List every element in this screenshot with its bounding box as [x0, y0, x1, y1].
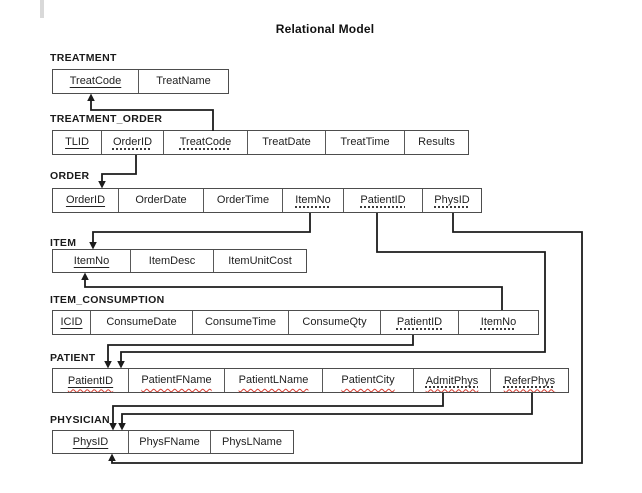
- column-ic-icid: ICID: [53, 311, 91, 334]
- column-item-itemunitcost: ItemUnitCost: [228, 254, 292, 267]
- column-physician-physfname: PhysFName: [129, 431, 211, 453]
- fk-arrow-ic-patientid-to-patient: [107, 335, 414, 362]
- fk-arrow-patient-referphys-to-physician: [121, 393, 533, 424]
- fk-arrowhead-item-bottom: [81, 272, 89, 280]
- column-to-tlid: TLID: [53, 131, 102, 154]
- table-label-item: ITEM: [50, 237, 77, 249]
- column-order-patientid: PatientID: [344, 189, 423, 212]
- table-item-consumption: ICID ConsumeDate ConsumeTime ConsumeQty …: [52, 310, 539, 335]
- column-to-treatcode: TreatCode: [164, 131, 248, 154]
- column-patient-patientlname: PatientLName: [225, 369, 323, 392]
- table-treatment-order: TLID OrderID TreatCode TreatDate TreatTi…: [52, 130, 469, 155]
- column-item-itemdesc: ItemDesc: [131, 250, 214, 272]
- table-physician: PhysID PhysFName PhysLName: [52, 430, 294, 454]
- column-to-treattime: TreatTime: [326, 131, 405, 154]
- fk-arrowhead-physician-bottom: [108, 453, 116, 461]
- column-patient-patientfname: PatientFName: [129, 369, 225, 392]
- column-physician-physlname: PhysLName: [222, 435, 282, 448]
- table-treatment: TreatCode TreatName: [52, 69, 229, 94]
- column-order-orderid: OrderID: [53, 189, 119, 212]
- table-label-physician: PHYSICIAN: [50, 414, 110, 426]
- column-patient-patientid: PatientID: [53, 369, 129, 392]
- table-order: OrderID OrderDate OrderTime ItemNo Patie…: [52, 188, 482, 213]
- table-label-order: ORDER: [50, 170, 90, 182]
- fk-arrow-patient-admitphys-to-physician: [112, 393, 444, 424]
- column-treatment-treatcode: TreatCode: [53, 70, 139, 93]
- column-ic-patientid: PatientID: [381, 311, 459, 334]
- column-order-ordertime: OrderTime: [204, 189, 283, 212]
- column-to-orderid: OrderID: [102, 131, 164, 154]
- column-treatment-treatname: TreatName: [156, 75, 211, 87]
- column-order-physid: PhysID: [434, 194, 470, 206]
- column-to-treatdate: TreatDate: [248, 131, 326, 154]
- column-ic-consumedate: ConsumeDate: [91, 311, 193, 334]
- table-label-treatment-order: TREATMENT_ORDER: [50, 113, 163, 125]
- scan-artifact-bar: [40, 0, 44, 18]
- column-patient-admitphys: AdmitPhys: [414, 369, 491, 392]
- fk-arrow-to-orderid-to-order: [101, 155, 137, 182]
- column-ic-itemno: ItemNo: [480, 316, 517, 328]
- table-label-treatment: TREATMENT: [50, 52, 117, 64]
- column-ic-consumetime: ConsumeTime: [193, 311, 289, 334]
- table-item: ItemNo ItemDesc ItemUnitCost: [52, 249, 307, 273]
- column-patient-patientcity: PatientCity: [323, 369, 414, 392]
- column-patient-referphys: ReferPhys: [503, 374, 556, 387]
- table-label-patient: PATIENT: [50, 352, 96, 364]
- fk-arrow-order-itemno-to-item: [92, 213, 311, 243]
- column-order-orderdate: OrderDate: [119, 189, 204, 212]
- column-item-itemno: ItemNo: [53, 250, 131, 272]
- table-label-item-consumption: ITEM_CONSUMPTION: [50, 294, 165, 306]
- column-order-itemno: ItemNo: [283, 189, 344, 212]
- column-to-results: Results: [418, 136, 455, 148]
- table-patient: PatientID PatientFName PatientLName Pati…: [52, 368, 569, 393]
- fk-arrowhead-treatment: [87, 93, 95, 101]
- fk-arrow-order-patientid-to-patient: [120, 213, 546, 362]
- column-physician-physid: PhysID: [53, 431, 129, 453]
- page-title: Relational Model: [275, 22, 375, 36]
- column-ic-consumeqty: ConsumeQty: [289, 311, 381, 334]
